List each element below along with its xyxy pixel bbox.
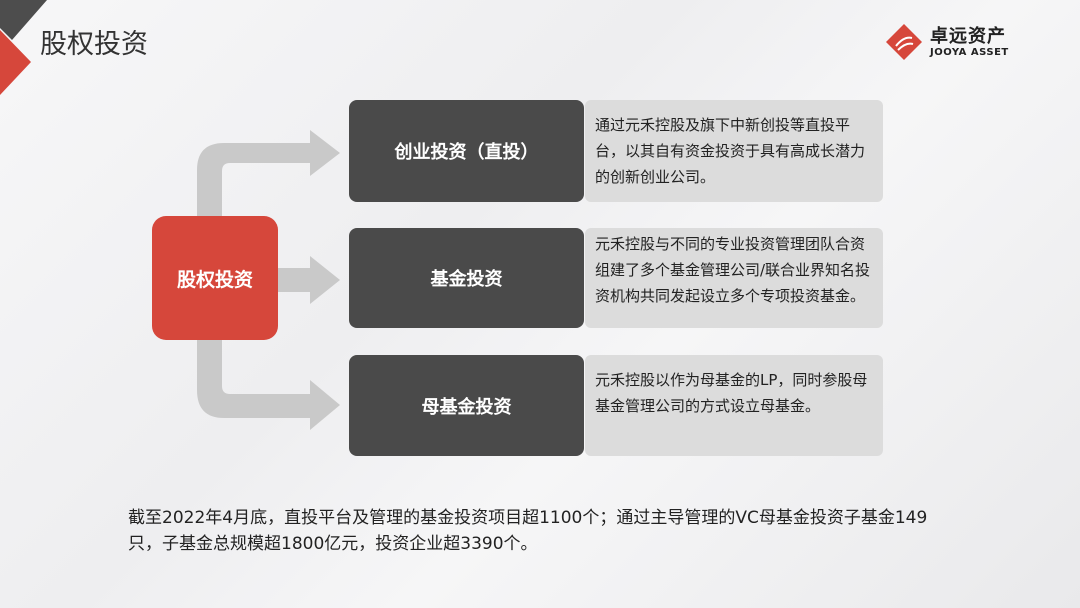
logo-diamond-icon: [886, 24, 922, 60]
page-title: 股权投资: [40, 29, 148, 60]
branch-desc-direct: 通过元禾控股及旗下中新创投等直投平台，以其自有资金投资于具有高成长潜力的创新创业…: [585, 100, 883, 202]
branch-label-direct: 创业投资（直投）: [349, 100, 584, 202]
company-logo: 卓远资产 JOOYA ASSET: [886, 22, 1016, 62]
branch-desc-fund: 元禾控股与不同的专业投资管理团队合资组建了多个基金管理公司/联合业界知名投资机构…: [585, 228, 883, 328]
logo-cn: 卓远资产: [930, 26, 1006, 47]
branch-label-fof: 母基金投资: [349, 355, 584, 456]
logo-en: JOOYA ASSET: [930, 47, 1009, 58]
center-node: 股权投资: [152, 216, 278, 340]
connector-arrows: [197, 130, 340, 430]
corner-dark-shape: [0, 0, 47, 40]
branch-desc-fof: 元禾控股以作为母基金的LP，同时参股母基金管理公司的方式设立母基金。: [585, 355, 883, 456]
corner-red-shape: [0, 30, 31, 95]
branch-label-fund: 基金投资: [349, 228, 584, 328]
summary-note: 截至2022年4月底，直投平台及管理的基金投资项目超1100个；通过主导管理的V…: [128, 508, 928, 554]
